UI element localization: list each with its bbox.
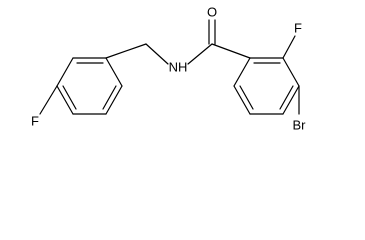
left-ring-double-bond-c xyxy=(62,85,77,110)
structure-diagram: O NH F F Br xyxy=(31,5,307,133)
nitrogen-carbonyl-bond xyxy=(187,43,213,65)
right-fluorine-label: F xyxy=(294,21,302,36)
left-fluorine-label: F xyxy=(31,114,39,129)
nitrogen-hydrogen-label: NH xyxy=(169,60,188,75)
right-ring-double-bond-b xyxy=(279,85,294,110)
left-ring-bond-6 xyxy=(56,57,74,87)
carbonyl-ring-bond xyxy=(211,43,251,59)
right-benzene-ring xyxy=(233,57,300,115)
right-ring-bond-3 xyxy=(282,85,300,115)
bromine-label: Br xyxy=(293,118,307,133)
left-benzene-ring xyxy=(56,57,123,115)
right-ring-bond-2 xyxy=(282,57,300,87)
ch2-nitrogen-bond xyxy=(145,43,169,65)
right-ring-bond-6 xyxy=(233,57,251,87)
right-fluorine-bond xyxy=(282,35,296,59)
oxygen-label: O xyxy=(207,5,217,20)
left-ring-bond-2 xyxy=(105,57,123,87)
left-fluorine-bond xyxy=(39,85,58,115)
left-ring-double-bond-b xyxy=(102,85,117,110)
left-ring-bond-3 xyxy=(105,85,123,115)
left-ring-bond-5 xyxy=(56,85,74,115)
right-ring-double-bond-c xyxy=(239,85,254,110)
structure-canvas: O NH F F Br xyxy=(31,4,307,133)
benzyl-ch2-bond xyxy=(105,43,147,59)
right-ring-bond-5 xyxy=(233,85,251,115)
